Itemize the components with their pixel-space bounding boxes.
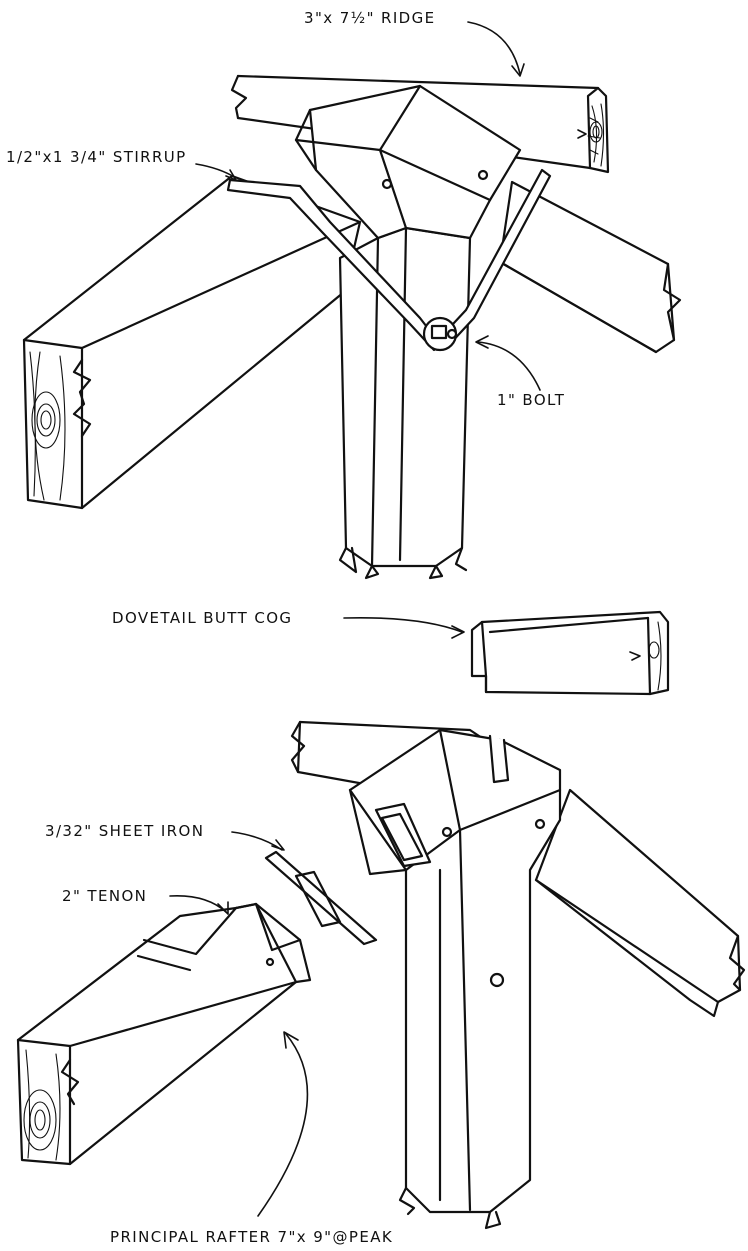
top-assembly	[22, 21, 682, 580]
principal-rafter-end-grain	[23, 1049, 61, 1161]
bottom-post	[348, 728, 562, 1230]
stirrup-leader-head	[225, 169, 237, 181]
principal-rafter-leader	[257, 1033, 309, 1217]
peg-hole	[441, 826, 453, 838]
post-head	[294, 84, 522, 240]
sheet-iron-label: 3/32" SHEET IRON	[45, 822, 205, 840]
king-post	[338, 226, 472, 580]
ridge-label: 3"x 7½" RIDGE	[304, 9, 436, 27]
bolt-leader-head	[475, 335, 489, 349]
principal-rafter-leader-head	[283, 1031, 299, 1049]
dovetail-label: DOVETAIL BUTT COG	[112, 609, 293, 627]
bolt-head-icon	[446, 328, 458, 340]
ridge-leader	[467, 21, 521, 75]
dovetail-leader-head	[451, 625, 465, 639]
tenon-leader-head	[217, 901, 229, 915]
tenon-label: 2" TENON	[62, 887, 148, 905]
sheet-iron-leader-head	[271, 839, 285, 851]
bolt-leader	[477, 341, 541, 391]
ridge-leader-head	[511, 63, 525, 77]
stirrup-strap	[226, 168, 552, 352]
left-rafter-end-grain	[29, 351, 66, 501]
peg-hole	[489, 972, 505, 988]
principal-rafter	[16, 902, 312, 1166]
bottom-right-rafter	[534, 788, 746, 1018]
left-rafter	[22, 174, 362, 510]
sheet-iron-plate	[264, 850, 378, 946]
bottom-assembly	[16, 720, 746, 1230]
dovetail-butt-cog	[343, 610, 670, 696]
peg-hole	[381, 178, 393, 190]
peg-hole	[265, 957, 275, 967]
ridge-end-grain	[587, 103, 605, 167]
bolt-nut	[430, 324, 448, 340]
peg-hole	[534, 818, 546, 830]
peg-hole	[477, 169, 489, 181]
dovetail-leader	[343, 616, 463, 633]
stirrup-label: 1/2"x1 3/4" STIRRUP	[6, 148, 187, 166]
principal-rafter-label: PRINCIPAL RAFTER 7"x 9"@PEAK	[110, 1228, 394, 1246]
bolt-label: 1" BOLT	[497, 391, 566, 409]
